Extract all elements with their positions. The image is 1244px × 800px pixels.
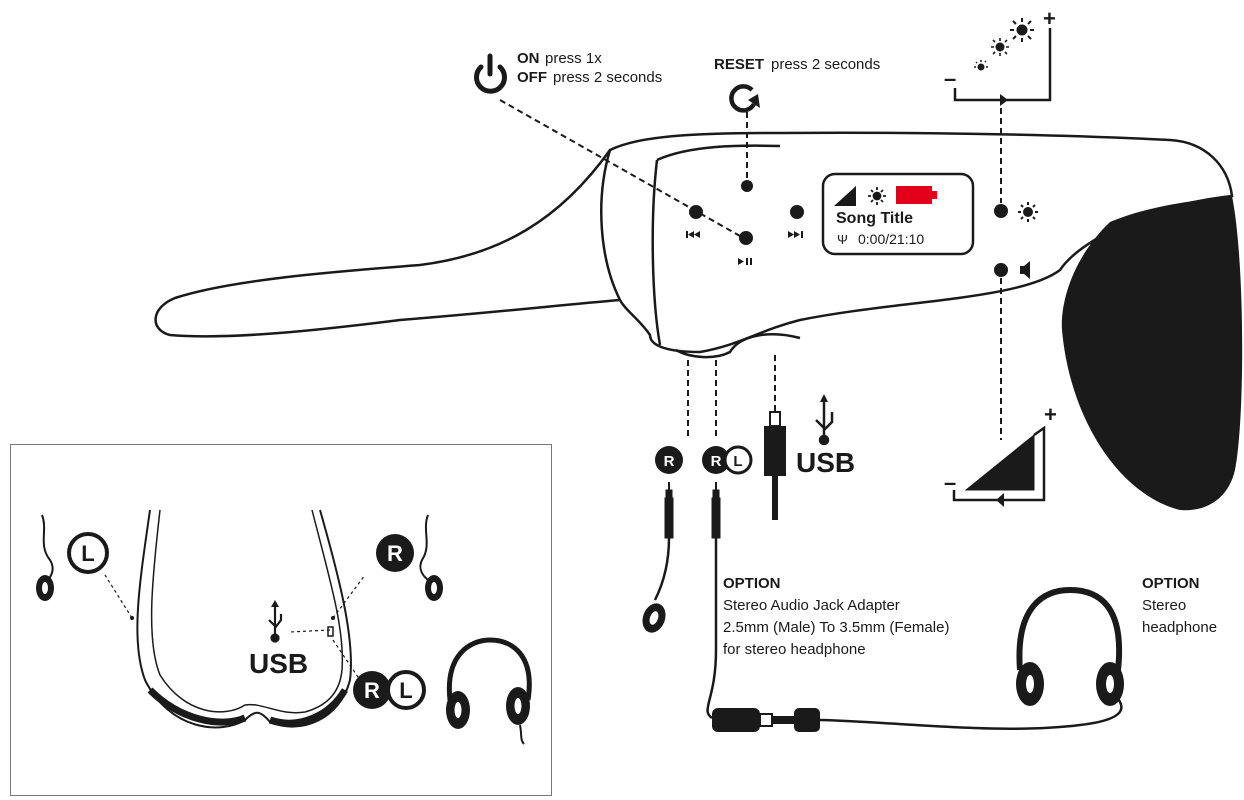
reset-action: press 2 seconds: [771, 56, 880, 73]
power-off-label: OFF: [517, 69, 547, 86]
right-badge: R: [655, 446, 683, 474]
usb-icon: [815, 394, 834, 446]
audio-jack-icon: [653, 482, 721, 601]
inset-frame: [10, 444, 552, 796]
power-icon: [474, 53, 507, 94]
svg-text:R: R: [387, 541, 403, 566]
adapter-option-line1: Stereo Audio Jack Adapter: [723, 597, 900, 614]
control-buttons[interactable]: [689, 180, 1008, 277]
usb-label: USB: [796, 447, 855, 478]
adapter-option-title: OPTION: [723, 575, 781, 592]
inset-usb-icon: [268, 600, 283, 643]
connector-leaders: [687, 355, 776, 440]
inset-left-badge: L: [67, 532, 109, 574]
adapter-cable: [706, 538, 718, 720]
headphone-option-line2: headphone: [1142, 619, 1217, 636]
stereo-adapter: [712, 708, 820, 732]
battery-icon: [896, 186, 932, 204]
inset-headphone-icon: [446, 637, 532, 745]
time-readout: 0:00/21:10: [858, 231, 924, 247]
inset-right-badge: R: [376, 534, 414, 572]
power-on-action: press 1x: [545, 50, 602, 67]
transport-icons: [686, 231, 803, 265]
headphone-icon: [1016, 586, 1124, 706]
inset-top-view: [104, 509, 366, 729]
reset-button[interactable]: [741, 180, 753, 192]
inset-right-earbud-icon: [419, 514, 443, 601]
svg-text:R: R: [364, 678, 380, 703]
volume-button[interactable]: [994, 263, 1008, 277]
power-leader-line: [499, 99, 741, 237]
power-on-label: ON: [517, 50, 540, 67]
volume-plus: +: [1044, 402, 1057, 427]
brightness-minus: –: [944, 66, 956, 91]
brightness-icon: [1018, 202, 1038, 222]
svg-text:L: L: [733, 453, 742, 470]
earbud-icon: [642, 603, 666, 633]
inset-frame-outline: [136, 509, 352, 729]
svg-text:L: L: [81, 541, 94, 566]
inset-usb-label: USB: [249, 648, 308, 679]
headphone-cable: [819, 689, 1123, 730]
brightness-plus: +: [1043, 6, 1056, 31]
headphone-option-line1: Stereo: [1142, 597, 1186, 614]
lens: [1061, 196, 1243, 511]
prev-icon: [686, 231, 700, 238]
power-off-action: press 2 seconds: [553, 69, 662, 86]
right-left-badge: R L: [702, 445, 753, 475]
inset-right-left-badge: R L: [353, 670, 426, 710]
adapter-option-line2: 2.5mm (Male) To 3.5mm (Female): [723, 619, 949, 636]
usb-plug: [764, 411, 786, 520]
reset-icon: [729, 84, 760, 113]
adapter-option-line3: for stereo headphone: [723, 641, 866, 658]
signal-icon: [834, 186, 856, 206]
glasses-temple: [154, 131, 1234, 359]
play-pause-button[interactable]: [739, 231, 753, 245]
display-sun-icon: [868, 187, 886, 205]
inset-left-earbud-icon: [36, 514, 54, 601]
svg-text:R: R: [711, 453, 722, 470]
reset-label: RESET: [714, 56, 764, 73]
brightness-scale: + –: [944, 6, 1056, 203]
svg-text:R: R: [664, 453, 675, 470]
svg-text:L: L: [399, 678, 412, 703]
song-title: Song Title: [836, 210, 913, 227]
display-screen: Song Title Ψ 0:00/21:10: [821, 172, 975, 256]
next-icon: [788, 231, 803, 238]
play-pause-icon: [738, 258, 752, 265]
brightness-button[interactable]: [994, 204, 1008, 218]
next-button[interactable]: [790, 205, 804, 219]
volume-minus: –: [944, 470, 956, 495]
volume-scale: + –: [944, 278, 1057, 507]
volume-icon: [1020, 261, 1030, 279]
headphone-option-title: OPTION: [1142, 575, 1200, 592]
time-icon: Ψ: [837, 232, 848, 247]
